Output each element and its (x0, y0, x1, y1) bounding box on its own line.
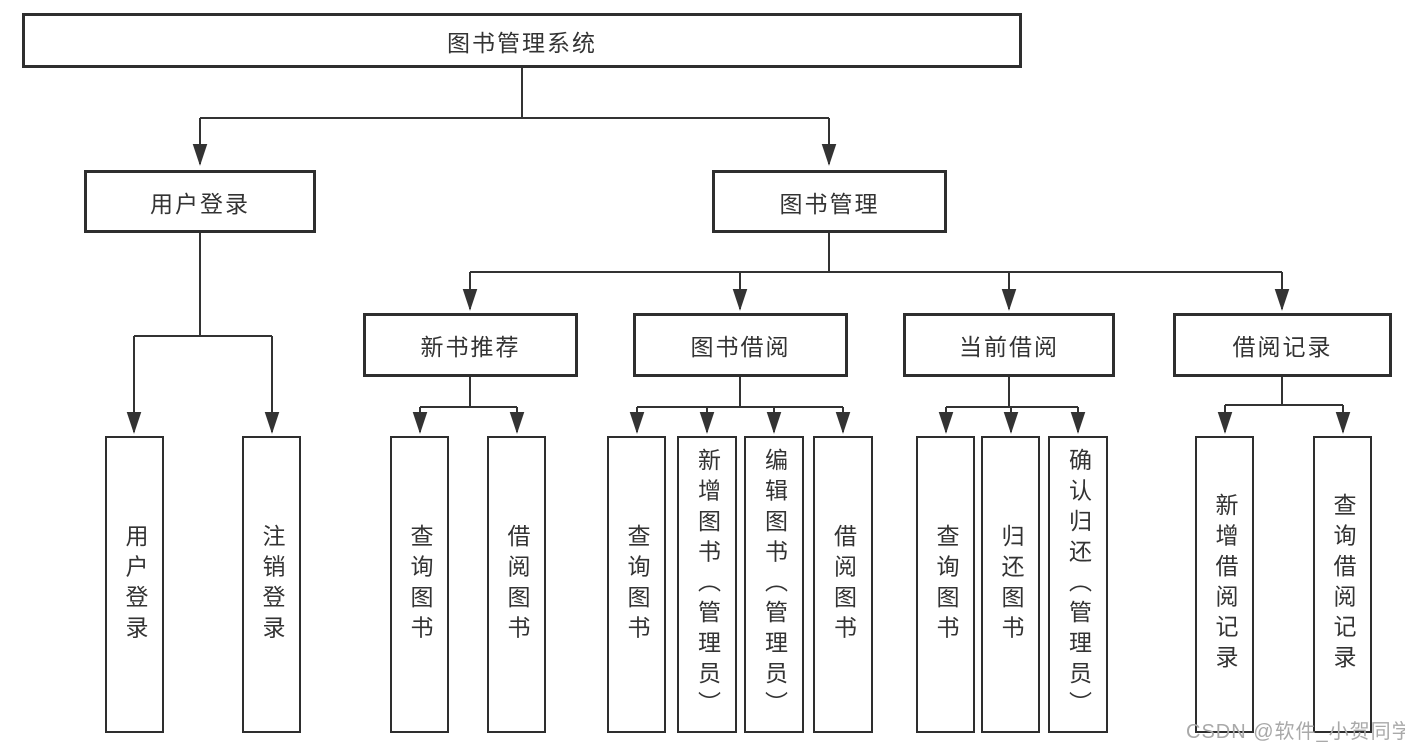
leaf-query-books-recommend: 查询图书 (390, 436, 449, 733)
node-current-borrowing: 当前借阅 (903, 313, 1115, 377)
node-label: 借阅图书 (830, 523, 857, 646)
node-label: 编辑图书（管理员） (761, 447, 788, 722)
node-label: 图书管理 (779, 190, 880, 217)
node-label: 新增图书（管理员） (694, 447, 721, 722)
node-book-management-system: 图书管理系统 (22, 13, 1022, 68)
leaf-borrow-books-recommend: 借阅图书 (487, 436, 546, 733)
node-borrowing-records: 借阅记录 (1173, 313, 1392, 377)
node-book-borrowing: 图书借阅 (633, 313, 848, 377)
node-label: 确认归还（管理员） (1065, 447, 1092, 722)
node-label: 查询图书 (407, 523, 433, 646)
node-label: 图书管理系统 (447, 29, 597, 56)
node-label: 用户登录 (150, 190, 250, 217)
node-label: 查询图书 (624, 523, 650, 646)
leaf-add-book-admin: 新增图书（管理员） (677, 436, 737, 733)
node-label: 图书借阅 (690, 334, 791, 360)
node-label: 查询借阅记录 (1330, 493, 1356, 676)
node-user-login: 用户登录 (84, 170, 316, 233)
leaf-query-books-current: 查询图书 (916, 436, 975, 733)
leaf-add-borrow-record: 新增借阅记录 (1195, 436, 1254, 733)
node-label: 当前借阅 (959, 334, 1059, 360)
node-label: 借阅图书 (504, 523, 530, 646)
leaf-borrow-books-borrowing: 借阅图书 (813, 436, 873, 733)
csdn-watermark: CSDN @软件_小贺同学 (1186, 721, 1405, 743)
leaf-user-login: 用户登录 (105, 436, 164, 733)
node-label: 查询图书 (933, 523, 959, 646)
node-new-book-recommend: 新书推荐 (363, 313, 578, 377)
node-label: 借阅记录 (1232, 334, 1333, 360)
node-label: 新书推荐 (420, 334, 521, 360)
node-label: 注销登录 (259, 523, 285, 646)
leaf-return-books: 归还图书 (981, 436, 1040, 733)
leaf-logout: 注销登录 (242, 436, 301, 733)
leaf-query-borrow-record: 查询借阅记录 (1313, 436, 1372, 733)
leaf-edit-book-admin: 编辑图书（管理员） (744, 436, 804, 733)
node-label: 归还图书 (998, 523, 1024, 646)
leaf-confirm-return-admin: 确认归还（管理员） (1048, 436, 1108, 733)
node-label: 用户登录 (122, 523, 148, 646)
leaf-query-books-borrowing: 查询图书 (607, 436, 666, 733)
node-label: 新增借阅记录 (1212, 493, 1238, 676)
node-book-management: 图书管理 (712, 170, 947, 233)
